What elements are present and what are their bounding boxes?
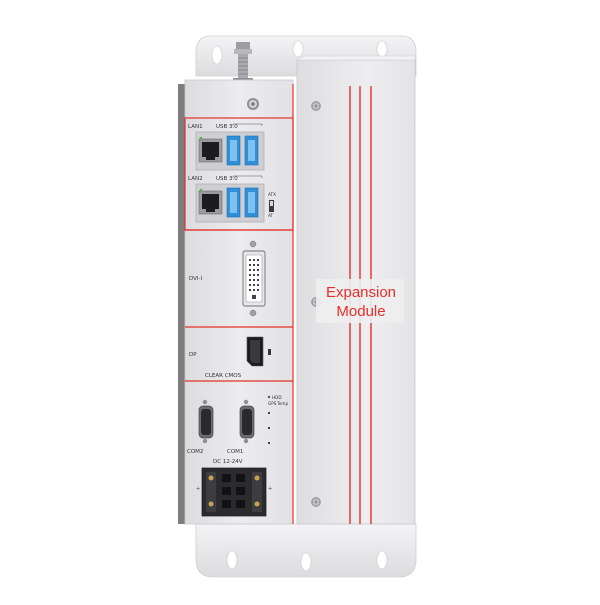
dvi-label: DVI-I (189, 276, 203, 282)
expansion-label-line1: Expansion (326, 284, 396, 301)
usb-port-1a[interactable] (226, 135, 241, 166)
dc-input-label: DC 12-24V (213, 459, 243, 465)
usb-port-2a[interactable] (226, 187, 241, 218)
com-power-section: COM2 COM1 HDD GPS Temp DC 12-24V (187, 395, 289, 517)
svg-text:+: + (196, 486, 200, 492)
clear-cmos-button[interactable] (268, 349, 271, 355)
lan-usb-block-1: LAN1 USB 3.0 (188, 123, 265, 171)
led-label-gps: GPS (268, 401, 277, 406)
com2-label: COM2 (187, 449, 203, 455)
usb-port-1b[interactable] (244, 135, 259, 166)
led-label-temp: Temp (276, 401, 289, 406)
dvi-section: DVI-I (189, 240, 266, 317)
dc-power-terminal[interactable]: + + (196, 467, 272, 517)
atx-at-switch[interactable]: ATX AT (268, 192, 276, 218)
dvi-port[interactable] (242, 250, 266, 307)
section-frames (184, 84, 294, 524)
svg-text:+: + (268, 486, 272, 492)
bottom-mounting-bracket (195, 523, 417, 578)
dp-port[interactable] (246, 336, 264, 367)
dp-label: DP (189, 352, 197, 358)
lan-usb-block-2: LAN2 USB 3.0 (188, 175, 265, 223)
side-strip (178, 84, 185, 524)
lan1-label: LAN1 (188, 124, 203, 130)
com1-port[interactable] (239, 399, 255, 444)
status-leds: HDD GPS Temp (267, 395, 289, 444)
com2-port[interactable] (198, 399, 214, 444)
expansion-label-line2: Module (336, 303, 385, 320)
switch-label-atx: ATX (268, 192, 276, 197)
usb-port-2b[interactable] (244, 187, 259, 218)
lan1-port[interactable] (198, 136, 223, 163)
lan2-port[interactable] (198, 188, 223, 215)
expansion-screw-top-icon (311, 101, 321, 111)
expansion-module: Expansion Module (296, 55, 416, 525)
switch-label-at: AT (268, 213, 274, 218)
lan2-label: LAN2 (188, 176, 203, 182)
com1-label: COM1 (227, 449, 243, 455)
usb2-label: USB 3.0 (216, 176, 238, 182)
led-label-hdd: HDD (272, 395, 282, 400)
usb1-label: USB 3.0 (216, 124, 238, 130)
dp-section: DP CLEAR CMOS (189, 336, 271, 379)
top-screw-icon (247, 98, 259, 110)
expansion-screw-bottom-icon (311, 497, 321, 507)
clear-cmos-label: CLEAR CMOS (205, 373, 242, 379)
